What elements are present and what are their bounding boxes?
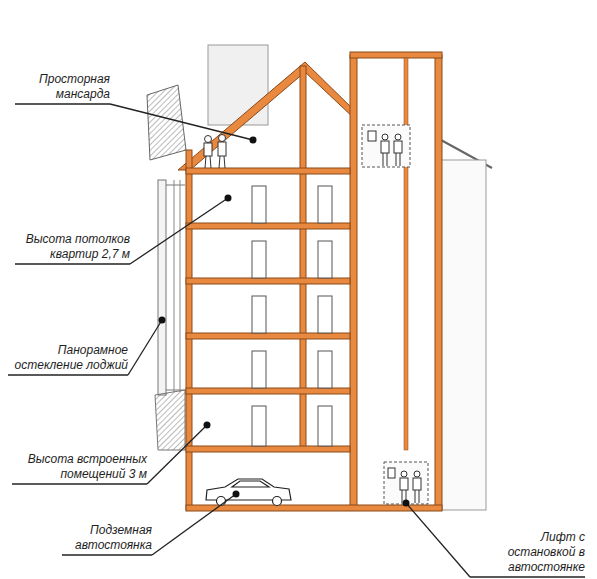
callout-label: Панорамное остекление лоджий	[8, 343, 128, 373]
leader-dot	[403, 500, 410, 507]
leader-dot	[250, 137, 257, 144]
leader-dot	[233, 491, 240, 498]
callout-label: Подземная автостоянка	[62, 523, 152, 553]
label-underline	[470, 576, 585, 577]
label-underline	[12, 483, 147, 484]
leader-dot	[159, 317, 166, 324]
leader-line	[130, 198, 228, 264]
label-underline	[15, 263, 130, 264]
label-underline	[15, 103, 110, 104]
callout-label: Высота потолков квартир 2,7 м	[15, 232, 130, 262]
leader-line	[128, 320, 162, 375]
leader-line	[406, 503, 470, 577]
leader-line	[152, 494, 236, 555]
label-underline	[62, 554, 152, 555]
label-underline	[8, 374, 128, 375]
leader-line	[110, 104, 253, 140]
callout-label: Просторная мансарда	[15, 72, 110, 102]
callout-label: Высота встроенных помещений 3 м	[12, 452, 147, 482]
leader-line	[147, 425, 207, 484]
leader-dot	[204, 422, 211, 429]
leader-dot	[225, 195, 232, 202]
callout-label: Лифт с остановкой в автостоянке	[470, 530, 585, 575]
